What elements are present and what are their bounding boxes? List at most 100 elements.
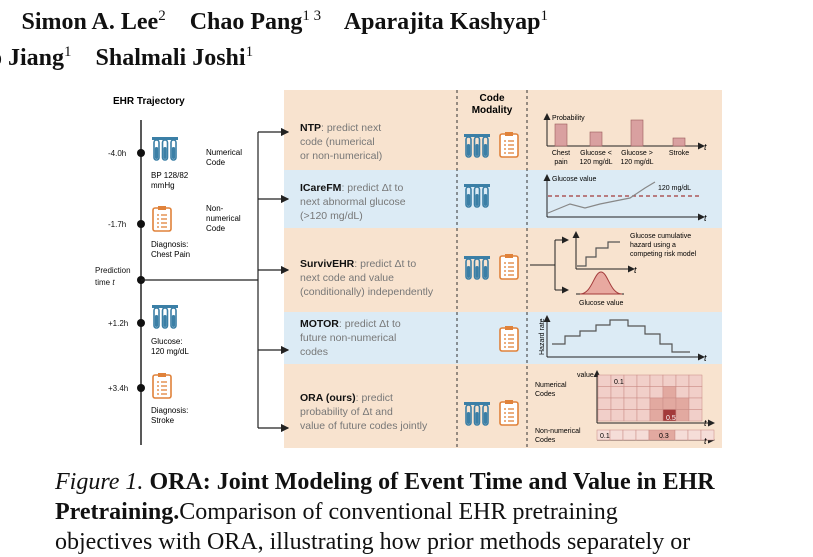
- ntp-category-label: Glucose <: [580, 150, 612, 157]
- ntp-category-label: Chest: [552, 150, 570, 157]
- heatmap-cell: [675, 386, 690, 399]
- nonnumerical-cell: [622, 429, 637, 441]
- nonnumerical-code-icon: [499, 131, 519, 158]
- cell-label: 0.5: [666, 415, 676, 422]
- heatmap-cell: [623, 374, 638, 387]
- nonnumerical-cell: [700, 429, 715, 441]
- heatmap-cell: [688, 409, 703, 422]
- numerical-code-icon: [151, 304, 179, 329]
- value-label: value: [577, 372, 594, 379]
- numerical-code-icon: [151, 136, 179, 161]
- affiliation-marker: 1: [64, 44, 72, 60]
- affiliation-marker: 1: [540, 8, 549, 24]
- event-glucose: Glucose:120 mg/dL: [151, 337, 189, 356]
- heatmap-cell: [649, 409, 664, 422]
- affiliation-marker: 1: [245, 44, 254, 60]
- heatmap-cell: [649, 374, 664, 387]
- ntp-bar: [672, 137, 686, 147]
- heatmap-cell: [610, 409, 625, 422]
- prediction-time-label: Prediction: [95, 266, 131, 275]
- cell-label: 0.3: [659, 433, 669, 440]
- affiliation-marker: 1 3: [302, 8, 322, 24]
- numerical-code-icon: [463, 183, 491, 208]
- ntp-category-label: 120 mg/dL: [620, 159, 653, 166]
- icarefm-glucose-chart: Glucose value 120 mg/dL t: [543, 174, 707, 223]
- heatmap-cell: [636, 397, 651, 410]
- ntp-bar: [589, 131, 603, 147]
- nonnumerical-cell: [687, 429, 702, 441]
- heatmap-cell: [610, 397, 625, 410]
- glucose-density: [579, 271, 623, 295]
- nonnumerical-cell: [635, 429, 650, 441]
- ntp-bar: [630, 119, 644, 147]
- numerical-code-icon: [463, 133, 491, 158]
- event-dot: [137, 384, 145, 392]
- heatmap-cell: [597, 386, 612, 399]
- prediction-time-label-2: time t: [95, 278, 115, 287]
- density-label: Glucose value: [579, 300, 623, 307]
- time-label: +3.4h: [108, 384, 128, 393]
- heatmap-cell: [610, 386, 625, 399]
- ntp-category-label: 120 mg/dL: [579, 159, 612, 166]
- author-name: Chao Pang: [189, 9, 303, 35]
- hazard-ylabel: Hazard rate: [539, 318, 546, 355]
- heatmap-cell: [597, 374, 612, 387]
- author-line-1: 1 Simon A. Lee2 Chao Pang1 3 Aparajita K…: [0, 8, 549, 35]
- t-label: t: [704, 353, 707, 363]
- author-name: Shalmali Joshi: [95, 45, 246, 71]
- nonnumerical-code-icon: [499, 399, 519, 426]
- event-dot: [137, 319, 145, 327]
- time-label: -1.7h: [108, 220, 126, 229]
- heatmap-cell: [649, 397, 664, 410]
- event-diagnosis-stroke: Diagnosis:Stroke: [151, 406, 188, 425]
- figure-label: Figure 1.: [55, 469, 144, 495]
- author-name: Aparajita Kashyap: [343, 9, 541, 35]
- ntp-ylabel: Probability: [552, 115, 585, 122]
- heatmap-cell: [675, 374, 690, 387]
- author-name: Simon A. Lee: [21, 9, 159, 35]
- heatmap-cell: [623, 409, 638, 422]
- cell-label: 0.1: [600, 433, 610, 440]
- heatmap-cell: [662, 386, 677, 399]
- glucose-trend-line: [547, 181, 656, 214]
- heatmap-cell: [636, 374, 651, 387]
- hazard-step-line: [552, 319, 690, 353]
- heatmap-cell: [623, 397, 638, 410]
- nonnumerical-code-icon: [499, 325, 519, 352]
- nonnumerical-code-icon: [499, 253, 519, 280]
- trajectory-title: EHR Trajectory: [113, 96, 185, 107]
- nonnumerical-cell: [674, 429, 689, 441]
- author-name: o Jiang: [0, 45, 65, 71]
- t-label: t: [704, 213, 707, 223]
- motor-hazard-chart: Hazard rate t: [539, 315, 707, 363]
- cumulative-hazard-step: [577, 241, 620, 267]
- nonnumerical-code-icon: [152, 205, 172, 232]
- heatmap-cell: [649, 386, 664, 399]
- caption-text: Comparison of conventional EHR pretraini…: [179, 499, 618, 525]
- ntp-category-label: Glucose >: [621, 150, 653, 157]
- event-dot: [137, 220, 145, 228]
- caption-title: ORA: Joint Modeling of Event Time and Va…: [55, 469, 715, 525]
- heatmap-cell: [662, 374, 677, 387]
- ora-figure: EHR Trajectory -4.0h -1.7h +1.2h +3.4h P…: [95, 90, 722, 448]
- figure-caption: Figure 1. ORA: Joint Modeling of Event T…: [55, 467, 760, 557]
- heatmap-cell: [597, 397, 612, 410]
- time-label: -4.0h: [108, 149, 126, 158]
- threshold-label: 120 mg/dL: [658, 185, 691, 192]
- ntp-category-label: pain: [554, 159, 567, 166]
- icarefm-panel: [284, 170, 722, 228]
- heatmap-cell: [636, 386, 651, 399]
- ntp-bar-chart: Probability t Chest pain Glucose < 120 mg/d…: [543, 113, 707, 166]
- event-dot: [137, 149, 145, 157]
- affiliation-marker: 2: [158, 8, 166, 24]
- heatmap-cell: [675, 409, 690, 422]
- t-label: t: [704, 142, 707, 152]
- cell-label: 0.1: [614, 379, 624, 386]
